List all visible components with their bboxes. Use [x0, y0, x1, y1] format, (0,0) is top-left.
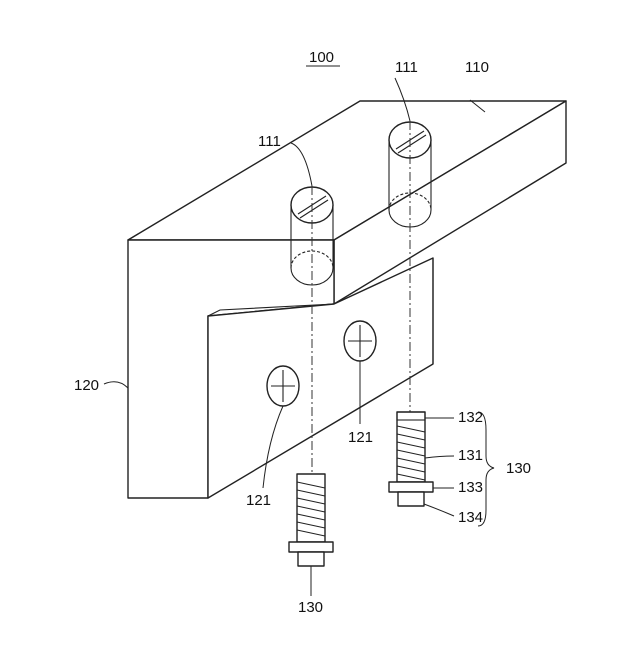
screw-hole-right — [343, 320, 377, 362]
label-screw-hole-left: 121 — [246, 492, 271, 509]
label-pin-assembly-right: 130 — [506, 460, 531, 477]
label-assembly: 100 — [309, 49, 334, 66]
label-pin-tip: 132 — [458, 409, 483, 426]
label-pin-hole-right: 111 — [395, 59, 418, 76]
pin-assembly-right — [388, 411, 434, 507]
label-upper-block: 110 — [465, 59, 489, 76]
screw-hole-left — [266, 365, 300, 407]
leader-lines — [103, 65, 486, 596]
label-pin-base: 134 — [458, 509, 483, 526]
label-pin-hole-left: 111 — [258, 133, 281, 150]
label-screw-hole-right: 121 — [348, 429, 373, 446]
bracket-body — [127, 100, 567, 499]
label-side-plate: 120 — [74, 377, 99, 394]
front-left-edge — [127, 233, 139, 241]
group-brace-130 — [477, 411, 495, 527]
label-pin-body: 131 — [458, 447, 483, 464]
inner-step-edge — [207, 303, 335, 317]
label-pin-assembly-bottom: 130 — [298, 599, 323, 616]
label-pin-flange: 133 — [458, 479, 483, 496]
pin-assembly-bottom — [288, 473, 334, 567]
